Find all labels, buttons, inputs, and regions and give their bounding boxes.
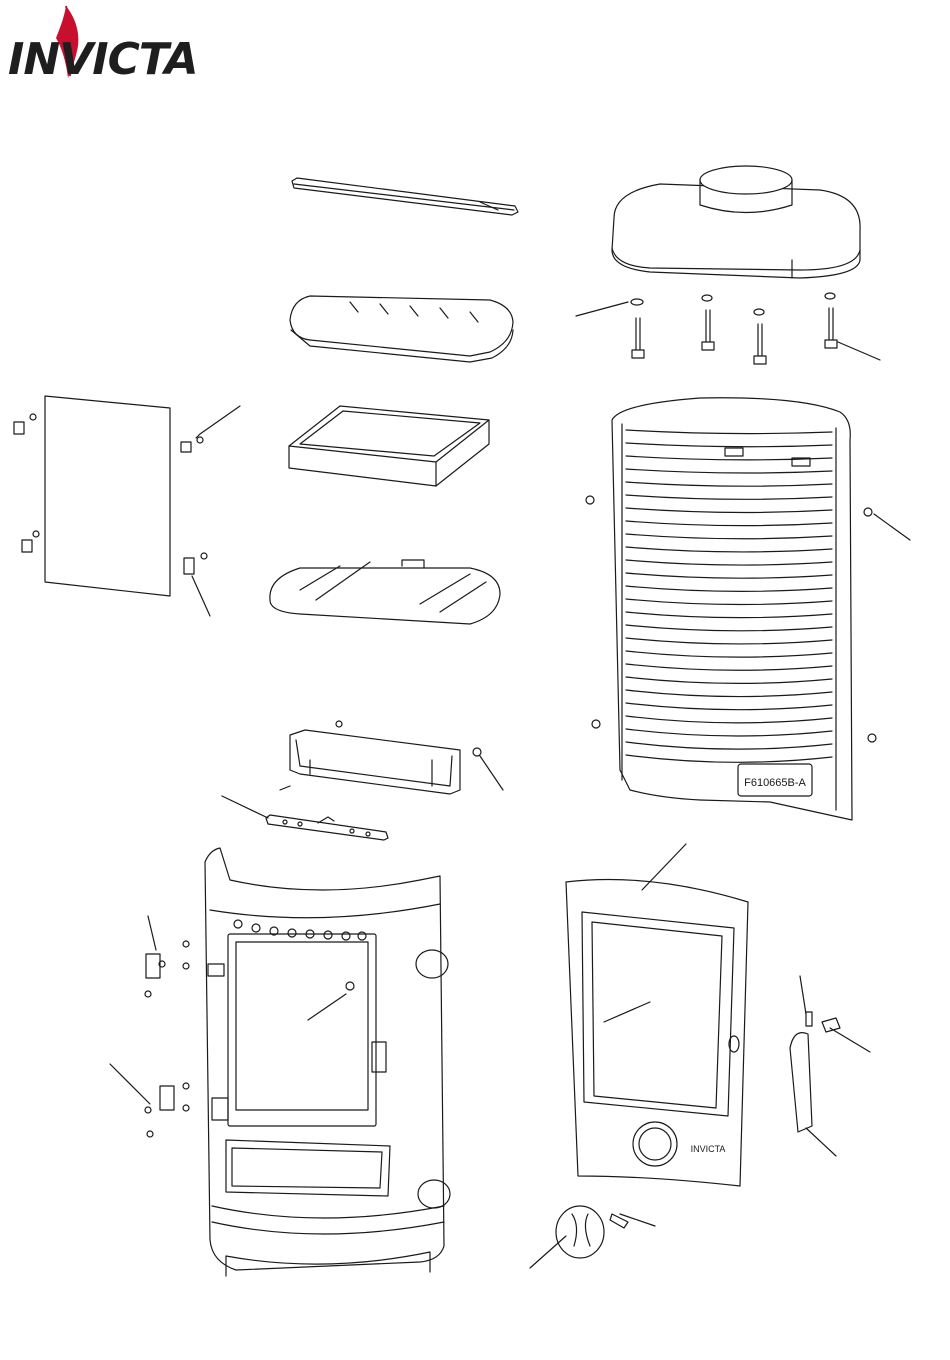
glass-panel	[14, 396, 207, 596]
fire-bars-frame	[290, 721, 481, 794]
ash-pan	[289, 406, 489, 486]
back-panel-marking: F610665B-A	[744, 777, 806, 789]
door-marking: INVICTA	[691, 1144, 726, 1154]
back-body: F610665B-A	[586, 398, 876, 820]
tie-bolts	[631, 293, 837, 364]
grate-plate	[270, 560, 500, 624]
door: INVICTA	[566, 880, 748, 1187]
baffle-bar	[292, 178, 518, 215]
air-control-knob	[556, 1206, 628, 1258]
riddler-bar	[266, 786, 388, 840]
front-body	[145, 848, 450, 1276]
baffle-plate	[290, 296, 513, 362]
top-plate	[612, 166, 860, 278]
